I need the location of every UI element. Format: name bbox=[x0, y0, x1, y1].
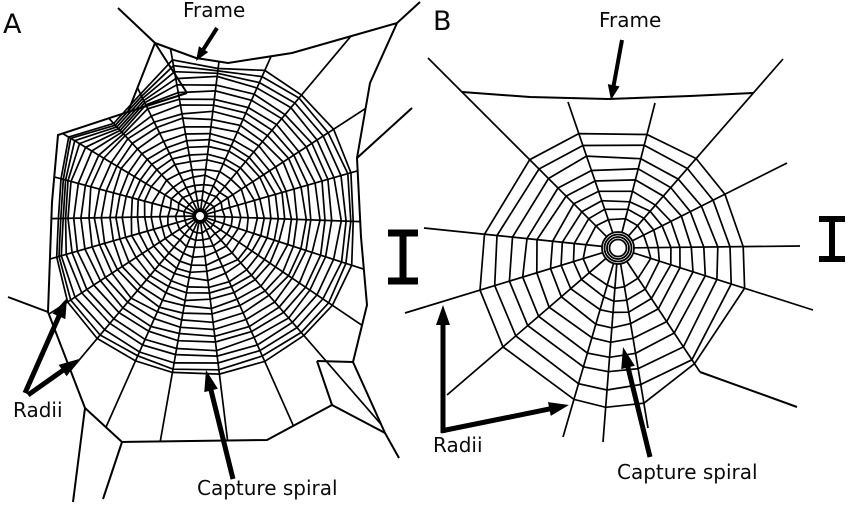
radius-thread bbox=[562, 263, 615, 438]
panel-a-letter: A bbox=[3, 9, 22, 40]
anchor-thread bbox=[117, 7, 156, 44]
capture-spiral-ring bbox=[93, 110, 308, 324]
radii-arrow-a-upper-shaft bbox=[22, 308, 65, 395]
capture-spiral-ring bbox=[88, 104, 312, 331]
frame-line bbox=[46, 21, 399, 444]
capture-spiral-arrow-a-head bbox=[204, 370, 218, 393]
anchor-thread bbox=[699, 371, 798, 408]
radii-arrow-b-horizontal-shaft bbox=[440, 405, 557, 434]
radius-thread bbox=[567, 101, 614, 234]
hub-ring bbox=[603, 233, 633, 263]
capture-spiral-arrow-b-head bbox=[621, 347, 635, 370]
capture-spiral-ring bbox=[582, 217, 652, 290]
capture-spiral-ring bbox=[100, 117, 298, 315]
radius-thread bbox=[427, 57, 608, 238]
radius-thread bbox=[204, 221, 382, 425]
radius-thread bbox=[169, 48, 200, 209]
radii-arrow-a-lower-shaft bbox=[26, 364, 70, 398]
anchor-thread bbox=[7, 296, 49, 313]
radius-thread bbox=[632, 252, 814, 311]
capture-spiral-ring bbox=[60, 70, 347, 364]
anchor-thread bbox=[102, 441, 123, 500]
capture-spiral-ring bbox=[560, 199, 672, 314]
frame-arrow-b-head bbox=[607, 84, 620, 100]
panel-b-letter: B bbox=[433, 6, 452, 37]
capture-spiral-ring bbox=[174, 190, 226, 242]
hub-ring bbox=[601, 231, 635, 265]
capture-spiral-ring bbox=[72, 90, 326, 343]
anchor-thread bbox=[72, 407, 86, 503]
capture-spiral-ring bbox=[183, 198, 217, 234]
radius-thread bbox=[602, 263, 618, 443]
capture-spiral-ring bbox=[136, 153, 266, 282]
capture-spiral-ring bbox=[143, 158, 259, 274]
frame-cell-line bbox=[316, 360, 354, 363]
anchor-thread bbox=[396, 1, 421, 24]
frame-arrow-b-shaft bbox=[610, 39, 624, 91]
radius-thread bbox=[202, 222, 295, 427]
capture-spiral-ring bbox=[158, 174, 242, 259]
anchor-thread bbox=[384, 432, 400, 459]
capture-spiral-ring bbox=[572, 208, 661, 303]
radius-thread bbox=[627, 58, 784, 237]
frame-label-b: Frame bbox=[599, 8, 662, 32]
capture-spiral-ring bbox=[64, 75, 343, 357]
frame-cell-line bbox=[316, 360, 333, 406]
hub-ring bbox=[606, 236, 630, 260]
capture-spiral-ring bbox=[58, 64, 352, 371]
radius-thread bbox=[48, 219, 194, 315]
capture-spiral-ring bbox=[67, 83, 333, 352]
capture-spiral-ring bbox=[508, 155, 719, 373]
capture-spiral-ring bbox=[55, 58, 355, 375]
radii-arrow-a-lower-head bbox=[58, 359, 79, 377]
capture-spiral-ring bbox=[80, 98, 321, 338]
radius-thread bbox=[404, 251, 603, 314]
radius-thread bbox=[631, 162, 788, 242]
capture-spiral-ring bbox=[115, 132, 286, 302]
radius-thread bbox=[204, 35, 352, 211]
radius-thread bbox=[207, 217, 365, 271]
radius-thread bbox=[626, 260, 701, 373]
capture-spiral-ring bbox=[121, 138, 280, 294]
frame-line bbox=[461, 91, 754, 101]
radii-arrow-b-vertical-head bbox=[436, 305, 450, 325]
hub-ring bbox=[608, 238, 628, 258]
frame-arrow-a-shaft bbox=[199, 26, 219, 55]
frame-cell-line bbox=[127, 92, 188, 113]
capture-spiral-ring bbox=[130, 145, 272, 289]
hub-center bbox=[612, 242, 624, 254]
capture-spiral-ring bbox=[549, 190, 681, 329]
capture-spiral-ring bbox=[109, 125, 293, 310]
capture-spiral-ring bbox=[493, 144, 733, 391]
radii-label-a: Radii bbox=[13, 398, 63, 422]
radius-thread bbox=[446, 257, 607, 396]
capture-spiral-ring bbox=[479, 132, 746, 409]
radius-thread bbox=[200, 61, 220, 209]
anchor-thread bbox=[356, 107, 413, 159]
radii-label-b: Radii bbox=[433, 433, 483, 457]
capture-spiral-ring bbox=[167, 183, 234, 249]
radius-thread bbox=[54, 176, 193, 215]
frame-arrow-a-head bbox=[196, 46, 209, 61]
hub-ring bbox=[192, 208, 208, 224]
radius-thread bbox=[105, 222, 198, 428]
capture-spiral-ring bbox=[535, 179, 694, 344]
radius-thread bbox=[619, 263, 649, 429]
radius-thread bbox=[621, 102, 656, 233]
capture-spiral-ring bbox=[521, 167, 707, 359]
capture-spiral-arrow-b-shaft bbox=[623, 359, 653, 458]
hub-center bbox=[197, 213, 203, 219]
frame-label-a: Frame bbox=[183, 0, 246, 22]
capture-spiral-ring bbox=[150, 168, 250, 267]
radii-arrow-b-horizontal-head bbox=[548, 402, 569, 416]
radii-arrow-a-upper-head bbox=[52, 298, 67, 320]
capture-spiral-label-a: Capture spiral bbox=[197, 476, 338, 500]
capture-spiral-arrow-a-shaft bbox=[206, 382, 236, 480]
radius-thread bbox=[200, 223, 229, 441]
capture-spiral-label-b: Capture spiral bbox=[617, 460, 758, 484]
